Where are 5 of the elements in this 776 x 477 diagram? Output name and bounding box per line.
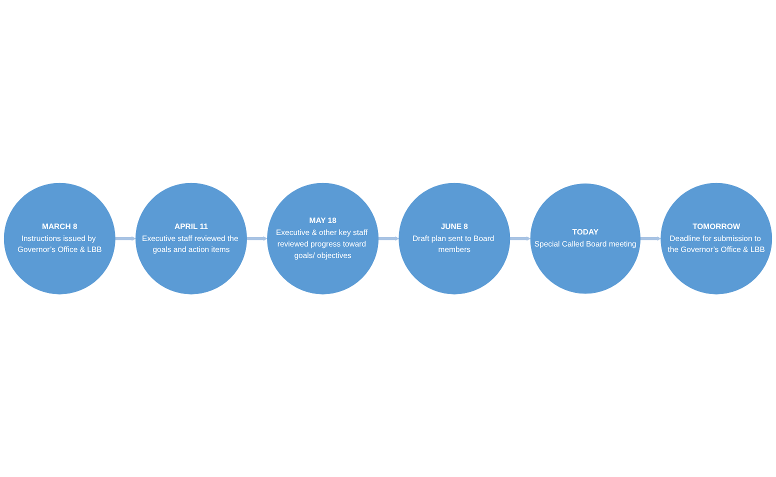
arrow (378, 236, 400, 241)
arrow (115, 236, 136, 241)
arrow (510, 236, 531, 241)
arrow (640, 236, 662, 241)
arrow (246, 236, 268, 241)
